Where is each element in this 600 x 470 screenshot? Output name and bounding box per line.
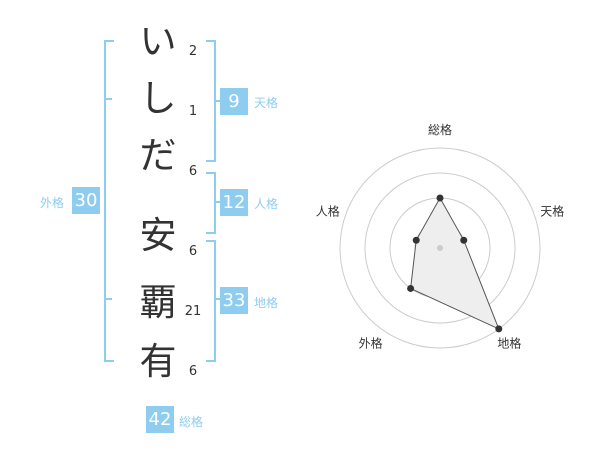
soukaku-value: 42 xyxy=(146,406,174,433)
name-char-2: し xyxy=(139,77,177,120)
name-char-6: 有 xyxy=(139,340,177,383)
jinkaku-value: 12 xyxy=(220,189,248,216)
name-char-4: 安 xyxy=(139,214,177,257)
tenkaku-value: 9 xyxy=(220,88,248,115)
radar-axis-label-4: 外格 xyxy=(359,336,383,351)
stroke-count-2: 1 xyxy=(188,104,198,119)
jinkaku-label: 人格 xyxy=(254,197,279,211)
gaikaku-label: 外格 xyxy=(40,196,65,210)
jinkaku-bracket xyxy=(206,172,216,234)
stroke-count-5: 21 xyxy=(184,304,202,319)
radar-points xyxy=(407,194,503,333)
chikaku-label: 地格 xyxy=(254,296,279,310)
stroke-count-3: 6 xyxy=(188,164,198,179)
radar-point-5 xyxy=(412,236,420,244)
radar-point-2 xyxy=(460,236,468,244)
radar-axis-label-1: 総格 xyxy=(428,122,452,137)
radar-ring xyxy=(339,147,541,349)
name-char-3: だ xyxy=(139,134,177,177)
jinkaku-connector xyxy=(214,201,220,203)
radar-point-4 xyxy=(407,284,415,292)
name-char-1: い xyxy=(139,20,177,63)
stroke-count-1: 2 xyxy=(188,44,198,59)
chikaku-connector xyxy=(214,298,220,300)
tenkaku-label: 天格 xyxy=(254,96,279,110)
radar-axis-label-3: 地格 xyxy=(497,336,521,351)
radar-point-3 xyxy=(495,325,503,333)
soukaku-label: 総格 xyxy=(179,415,204,429)
radar-area xyxy=(410,196,500,330)
radar-point-1 xyxy=(436,194,444,202)
name-char-5: 覇 xyxy=(139,281,177,324)
chikaku-value: 33 xyxy=(220,287,248,314)
gaikaku-bracket xyxy=(104,40,114,362)
chikaku-bracket xyxy=(206,240,216,362)
bracket-tick xyxy=(104,298,112,300)
stroke-count-4: 6 xyxy=(188,244,198,259)
gaikaku-value: 30 xyxy=(72,187,100,214)
radar-center xyxy=(437,245,443,251)
bracket-tick xyxy=(104,98,112,100)
tenkaku-connector xyxy=(214,100,220,102)
radar-axis-label-2: 天格 xyxy=(540,204,564,219)
radar-ring xyxy=(364,172,516,324)
radar-axis-label-5: 人格 xyxy=(316,204,340,219)
stroke-count-6: 6 xyxy=(188,364,198,379)
